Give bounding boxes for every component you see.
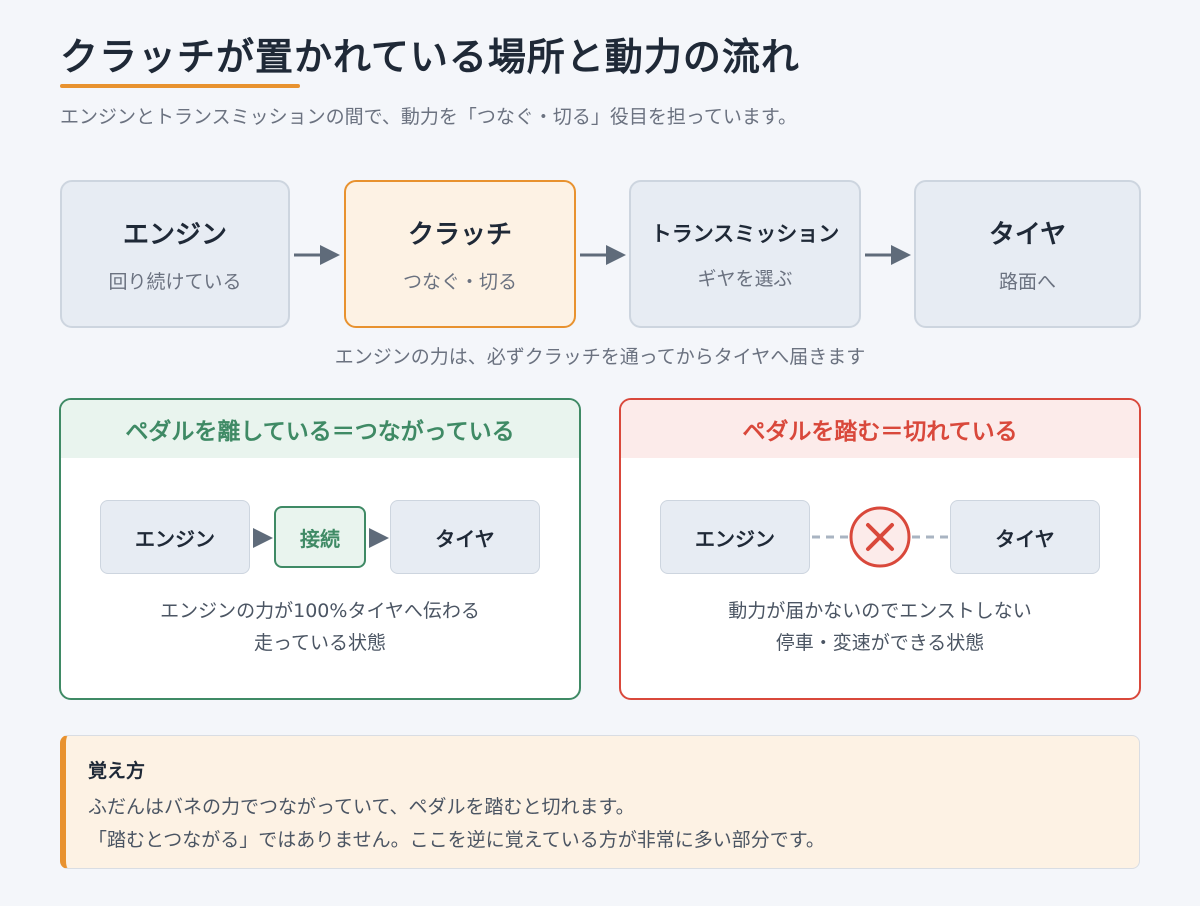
- flow-box-desc: 路面へ: [998, 271, 1056, 293]
- connected-heading: ペダルを離している＝つながっている: [61, 400, 579, 458]
- connected-line-2: 走っている状態: [253, 632, 387, 654]
- note-line-2: 「踏むとつながる」ではありません。ここを逆に覚えている方が非常に多い部分です。: [88, 829, 825, 851]
- note-title: 覚え方: [88, 760, 146, 782]
- flow-box-desc: ギヤを選ぶ: [697, 267, 793, 290]
- flow-box-desc: 回り続けている: [108, 271, 242, 293]
- memory-note: 覚え方 ふだんはバネの力でつながっていて、ペダルを踏むと切れます。 「踏むとつな…: [60, 735, 1140, 869]
- flow-box-transmission: トランスミッション ギヤを選ぶ: [629, 180, 861, 328]
- flow-caption: エンジンの力は、必ずクラッチを通ってからタイヤへ届きます: [334, 346, 866, 368]
- flow-box-clutch: クラッチ つなぐ・切る: [344, 180, 576, 328]
- tire-box: タイヤ: [390, 500, 540, 574]
- flow-box-tire: タイヤ 路面へ: [914, 180, 1141, 328]
- title-underline: [60, 84, 300, 88]
- flow-box-name: トランスミッション: [650, 221, 840, 246]
- connect-box: 接続: [274, 506, 366, 568]
- cross-circle-icon: [849, 506, 911, 568]
- arrow-right-icon: [369, 528, 389, 548]
- flow-box-engine: エンジン 回り続けている: [60, 180, 290, 328]
- broken-link-line: [812, 535, 948, 539]
- disconnected-line-1: 動力が届かないのでエンストしない: [728, 600, 1032, 622]
- disconnected-panel: ペダルを踏む＝切れている エンジン タイヤ 動力が届かないのでエンストしない 停…: [619, 398, 1141, 700]
- connected-panel: ペダルを離している＝つながっている エンジン 接続 タイヤ エンジンの力が100…: [59, 398, 581, 700]
- page-subtitle: エンジンとトランスミッションの間で、動力を「つなぐ・切る」役目を担っています。: [60, 106, 798, 128]
- flow-box-name: クラッチ: [407, 220, 512, 250]
- disconnected-line-2: 停車・変速ができる状態: [775, 632, 985, 654]
- arrow-right-icon: [294, 245, 340, 265]
- flow-box-name: タイヤ: [988, 220, 1067, 250]
- tire-box: タイヤ: [950, 500, 1100, 574]
- arrow-right-icon: [580, 245, 626, 265]
- engine-box: エンジン: [660, 500, 810, 574]
- page-title: クラッチが置かれている場所と動力の流れ: [60, 35, 800, 79]
- disconnected-heading: ペダルを踏む＝切れている: [621, 400, 1139, 458]
- flow-box-name: エンジン: [122, 220, 227, 250]
- connected-line-1: エンジンの力が100%タイヤへ伝わる: [160, 600, 480, 622]
- arrow-right-icon: [865, 245, 911, 265]
- note-line-1: ふだんはバネの力でつながっていて、ペダルを踏むと切れます。: [88, 796, 635, 818]
- flow-box-desc: つなぐ・切る: [402, 271, 517, 293]
- engine-box: エンジン: [100, 500, 250, 574]
- arrow-right-icon: [253, 528, 273, 548]
